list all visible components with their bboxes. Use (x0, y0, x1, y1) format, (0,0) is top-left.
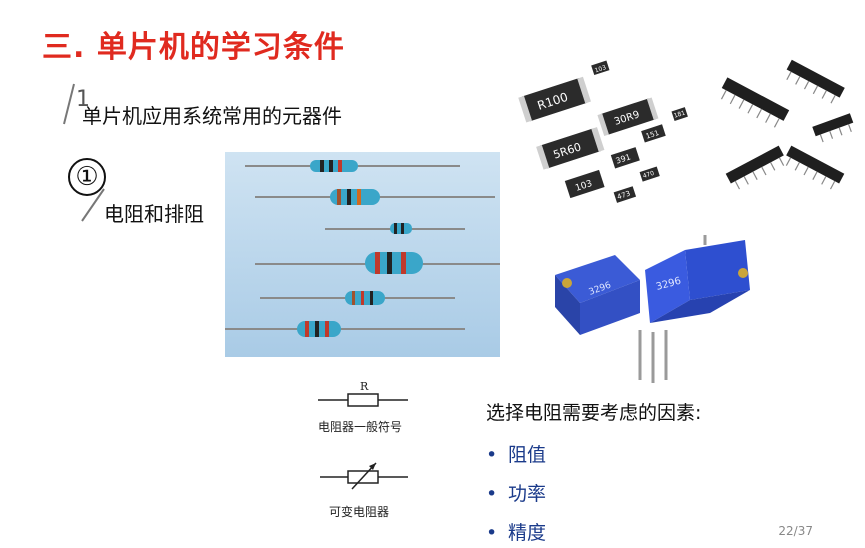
chip-code: 103 (594, 64, 607, 74)
chip-code: 391 (615, 152, 632, 165)
chip-code: 151 (645, 129, 660, 141)
resistor-5 (260, 291, 455, 305)
r-letter: R (360, 380, 369, 393)
factor-label: 精度 (508, 522, 547, 544)
trimmer-potentiometer-photo: 3296 3296 (545, 230, 775, 385)
bullet-icon: • (486, 522, 498, 544)
variable-resistor-symbol (320, 462, 408, 490)
section-label: 电阻和排阻 (104, 202, 204, 226)
fixed-resistor-symbol: R (318, 380, 408, 407)
resistor-4 (255, 252, 500, 274)
trimmers-illustration: 3296 3296 (555, 230, 750, 383)
page-number: 22/37 (778, 524, 813, 538)
chip-code: 473 (616, 190, 631, 202)
factor-item: • 阻值 (486, 440, 546, 467)
chip-code: 181 (673, 109, 686, 119)
slide-title: 三. 单片机的学习条件 (42, 30, 345, 65)
trimmer-left: 3296 (555, 255, 640, 335)
subtitle-marker-text: 1 (76, 87, 90, 112)
factor-label: 阻值 (508, 444, 547, 466)
resistor-6 (225, 321, 465, 337)
resistor-photo (225, 152, 500, 357)
resistors-illustration (225, 160, 500, 337)
trimmer-right: 3296 (645, 240, 750, 323)
smd-chips-illustration: R100 5R60 30R9 103 391 151 (518, 59, 854, 203)
resistor-3 (325, 223, 465, 234)
bullet-icon: • (486, 483, 498, 505)
factor-label: 功率 (508, 483, 547, 505)
factor-item: • 精度 (486, 518, 546, 545)
subtitle: 单片机应用系统常用的元器件 (82, 104, 342, 128)
resistor-arrays (720, 59, 854, 190)
circled-number-marker: ① (68, 158, 106, 196)
chip-code: 470 (642, 170, 655, 180)
factor-item: • 功率 (486, 479, 546, 506)
smd-resistor-photo: R100 5R60 30R9 103 391 151 (515, 55, 860, 215)
resistor-1 (245, 160, 460, 172)
variable-resistor-label: 可变电阻器 (329, 505, 390, 519)
factors-title: 选择电阻需要考虑的因素: (486, 402, 702, 424)
bullet-icon: • (486, 444, 498, 466)
section-slash-icon (81, 188, 105, 222)
resistor-2 (255, 189, 495, 205)
fixed-resistor-label: 电阻器一般符号 (318, 420, 403, 434)
number-one-marker: 1 (63, 83, 90, 125)
